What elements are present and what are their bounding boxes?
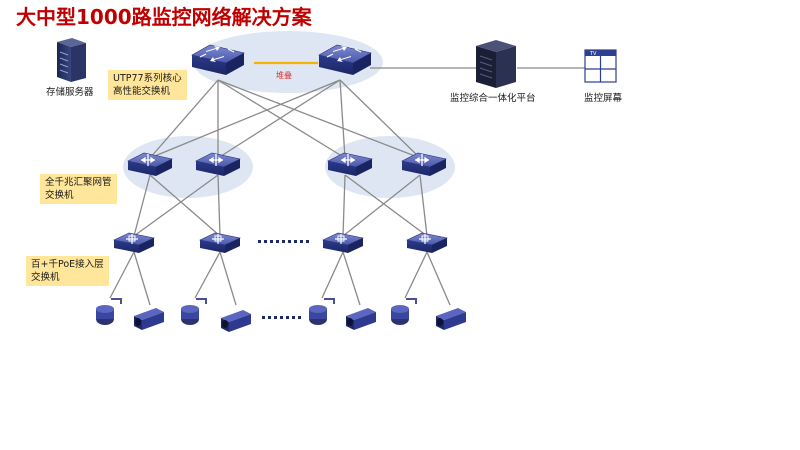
stack-label: 堆叠 — [276, 71, 292, 80]
aggregation-note-line-2: 交换机 — [45, 190, 74, 201]
page-title: 大中型1000路监控网络解决方案 — [16, 5, 312, 29]
access-note-line-1: 百+千PoE接入层 — [31, 259, 104, 270]
bullet-camera-icon — [436, 308, 466, 330]
bullet-camera-icon — [221, 310, 251, 332]
links — [109, 67, 585, 306]
core-switch-icon — [191, 44, 245, 75]
dome-camera-icon — [181, 298, 207, 325]
aggregation-note-line-1: 全千兆汇聚网管 — [45, 177, 112, 188]
tv-screen-icon — [584, 49, 617, 83]
dome-camera-icon — [309, 298, 335, 325]
dome-camera-icon — [96, 298, 122, 325]
access-switch-icon — [406, 232, 448, 253]
ellipsis-dots-access — [258, 240, 309, 243]
storage-server-icon — [57, 38, 86, 82]
storage-server-label: 存储服务器 — [46, 87, 94, 98]
platform-label: 监控综合一体化平台 — [450, 93, 536, 104]
aggregation-switch-icon — [327, 152, 373, 176]
core-switch-note: UTP77系列核心 高性能交换机 — [108, 70, 187, 100]
aggregation-switch-icon — [195, 152, 241, 176]
access-switch-icon — [322, 232, 364, 253]
bullet-camera-icon — [134, 308, 164, 330]
aggregation-switch-icon — [127, 152, 173, 176]
core-note-line-1: UTP77系列核心 — [113, 73, 182, 84]
aggregation-switch-note: 全千兆汇聚网管 交换机 — [40, 174, 117, 204]
access-switch-icon — [199, 232, 241, 253]
core-switch-icon — [318, 44, 372, 75]
screen-label: 监控屏幕 — [584, 93, 623, 104]
bullet-camera-icon — [346, 308, 376, 330]
aggregation-switch-icon — [401, 152, 447, 176]
monitoring-platform-icon — [476, 40, 516, 88]
ellipsis-dots-cameras — [262, 316, 301, 319]
aggregation-halo-right — [325, 136, 455, 198]
access-note-line-2: 交换机 — [31, 272, 60, 283]
dome-camera-icon — [391, 298, 417, 325]
core-note-line-2: 高性能交换机 — [113, 86, 171, 97]
access-switch-icon — [113, 232, 155, 253]
tv-badge: TV — [589, 51, 597, 57]
access-switch-note: 百+千PoE接入层 交换机 — [26, 256, 109, 286]
